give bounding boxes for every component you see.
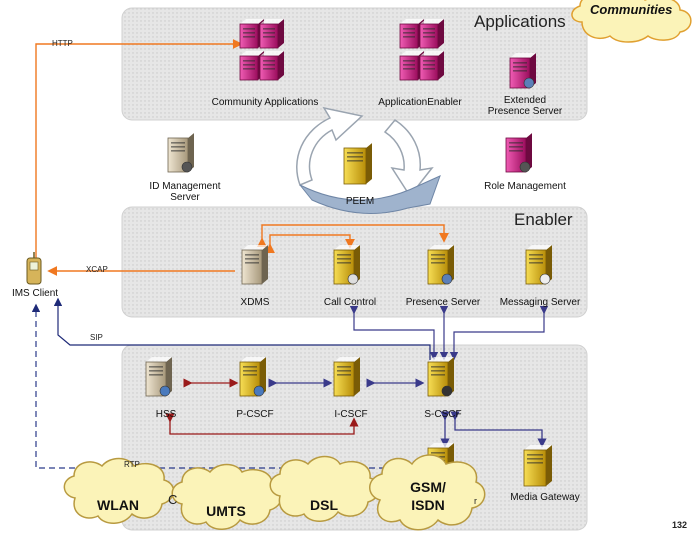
- presence-server-icon: [427, 245, 454, 285]
- call-control-label: Call Control: [323, 297, 377, 308]
- community-app-server-2: [259, 19, 284, 49]
- community-app-server-4: [259, 51, 284, 81]
- application-enabler-label: ApplicationEnabler: [378, 97, 462, 108]
- access-clouds: [63, 454, 486, 531]
- role-management-label: Role Management: [484, 181, 566, 192]
- cloud-wlan: [63, 457, 175, 524]
- peem-label: PEEM: [345, 196, 375, 207]
- id-management-label: ID Management Server: [149, 181, 221, 203]
- messaging-server-label: Messaging Server: [499, 297, 581, 308]
- app-enabler-server-4: [419, 51, 444, 81]
- core-partial-label: C: [168, 492, 178, 507]
- community-app-server-3: [239, 51, 264, 81]
- sip-label: SIP: [90, 333, 103, 342]
- umts-label: UMTS: [206, 503, 246, 519]
- app-enabler-server-2: [419, 19, 444, 49]
- server-icons: [145, 19, 552, 487]
- enabler-core-links: [349, 306, 549, 361]
- scscf-server: [427, 357, 454, 397]
- community-applications-label: Community Applications: [211, 97, 319, 108]
- communities-label: Communities: [590, 2, 673, 17]
- media-gateway-label: Media Gateway: [510, 492, 580, 503]
- rtp-label: RTP: [124, 460, 140, 469]
- applications-title: Applications: [474, 12, 566, 31]
- wlan-label: WLAN: [97, 497, 139, 513]
- dsl-label: DSL: [310, 497, 338, 513]
- cscf-links: [268, 378, 547, 448]
- icscf-label: I-CSCF: [334, 409, 368, 420]
- media-gateway-server: [523, 445, 552, 487]
- icscf-server: [333, 357, 360, 397]
- presence-server-label: Presence Server: [405, 297, 481, 308]
- enabler-orange-links: [257, 224, 449, 253]
- mgcf-partial-label: r: [474, 496, 477, 506]
- id-management-server: [167, 133, 194, 173]
- gsm-isdn-label: GSM/ ISDN: [410, 479, 446, 513]
- hss-label: HSS: [155, 409, 177, 420]
- hss-pcscf-link: [165, 378, 359, 435]
- messaging-server-icon: [525, 245, 552, 285]
- http-link: [35, 39, 243, 258]
- http-label: HTTP: [52, 39, 73, 48]
- communities-cloud: [571, 0, 692, 43]
- ims-client-label: IMS Client: [11, 288, 59, 299]
- xdms-label: XDMS: [240, 297, 270, 308]
- page-number: 132: [672, 520, 688, 530]
- pcscf-label: P-CSCF: [236, 409, 274, 420]
- scscf-label: S-CSCF: [424, 409, 462, 420]
- role-management-server: [505, 133, 532, 173]
- xdms-server: [241, 245, 268, 285]
- hss-server: [145, 357, 172, 397]
- cloud-gsm-isdn: [369, 454, 486, 531]
- enabler-title: Enabler: [514, 210, 573, 229]
- xcap-label: XCAP: [86, 265, 108, 274]
- peem-cycle-arrows: [296, 106, 441, 214]
- peem-server: [343, 143, 372, 185]
- pcscf-server: [239, 357, 266, 397]
- cloud-dsl: [269, 455, 381, 522]
- call-control-server: [333, 245, 360, 285]
- extended-presence-server: [509, 53, 536, 89]
- phone-icon: [26, 252, 42, 285]
- extended-presence-label: Extended Presence Server: [487, 95, 563, 117]
